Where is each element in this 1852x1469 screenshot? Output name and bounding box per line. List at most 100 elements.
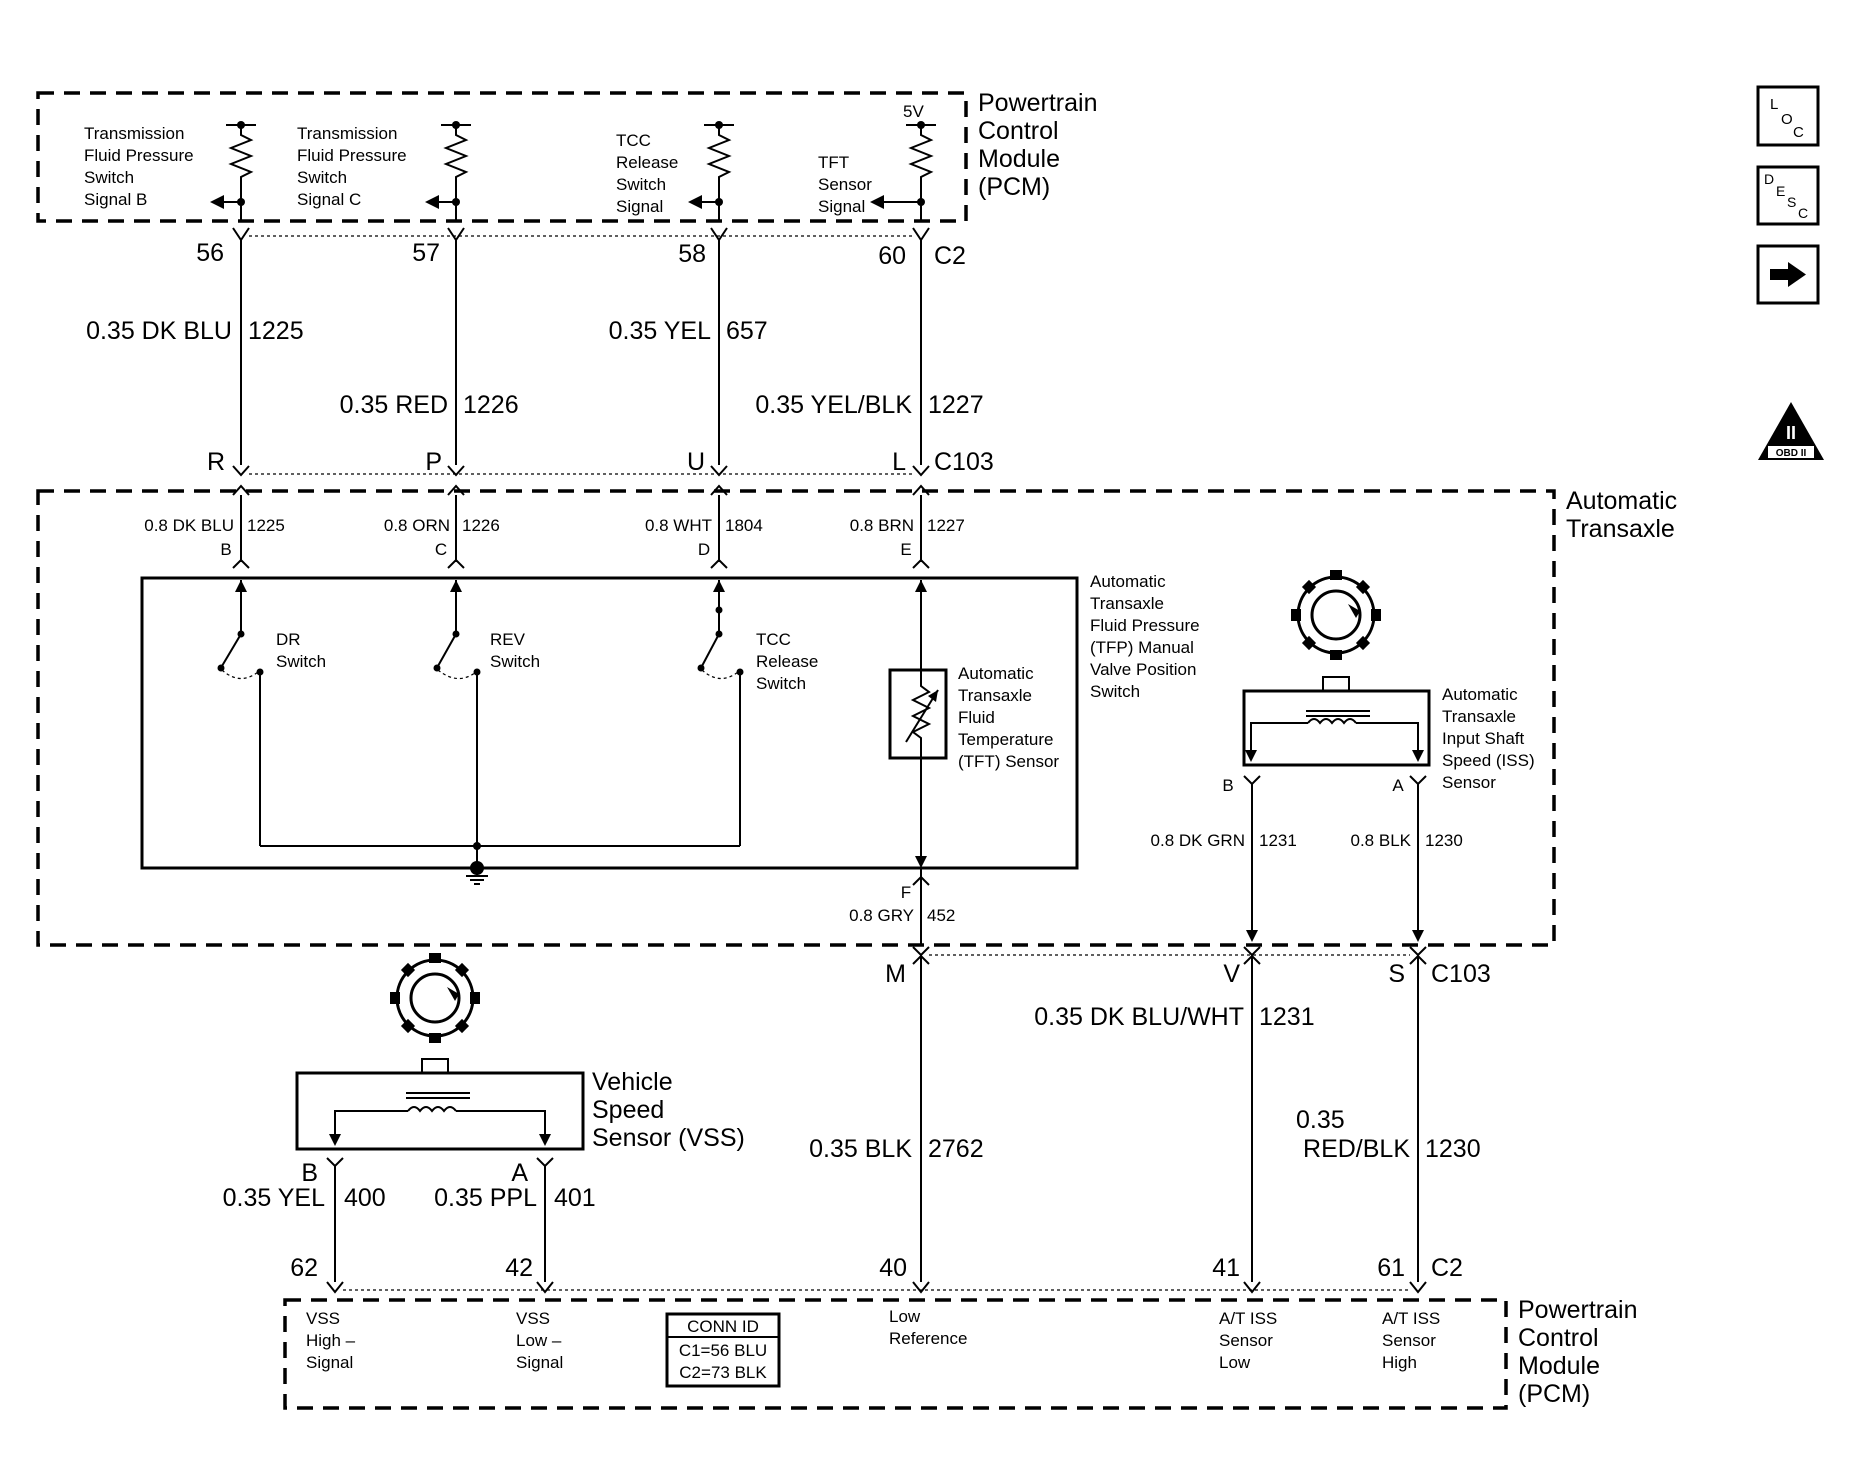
svg-text:Switch: Switch <box>276 652 326 671</box>
wire-1226-color: 0.35 RED <box>340 391 448 419</box>
svg-text:Module: Module <box>1518 1352 1600 1380</box>
svg-text:452: 452 <box>927 906 955 925</box>
pcm-top-box: Powertrain Control Module (PCM) <box>36 89 1098 223</box>
pcm-top-name-line3: Module <box>978 145 1060 173</box>
svg-text:Powertrain: Powertrain <box>1518 1296 1638 1324</box>
pin-a-iss: A <box>1392 776 1404 795</box>
wire-401-circuit: 401 <box>554 1184 596 1212</box>
svg-text:L: L <box>1770 96 1778 113</box>
wire-1230-color-line1: 0.35 <box>1296 1106 1345 1134</box>
svg-text:1230: 1230 <box>1425 831 1463 850</box>
svg-text:High –: High – <box>306 1331 356 1350</box>
ground-bus <box>260 842 740 885</box>
svg-text:Speed: Speed <box>592 1096 664 1124</box>
svg-text:Switch: Switch <box>756 674 806 693</box>
pcm-top-name-line2: Control <box>978 117 1059 145</box>
supply-5v-label: 5V <box>903 102 924 121</box>
svg-text:TFT: TFT <box>818 153 849 172</box>
svg-text:Fluid: Fluid <box>958 708 995 727</box>
wire-1227-color: 0.35 YEL/BLK <box>755 391 912 419</box>
svg-text:O: O <box>1781 111 1793 128</box>
pin-l: L <box>892 448 906 476</box>
svg-text:II: II <box>1786 423 1796 443</box>
pin-42: 42 <box>505 1254 533 1282</box>
pin-61: 61 <box>1377 1254 1405 1282</box>
svg-text:Transmission: Transmission <box>84 124 184 143</box>
pcm-top-connector: 56 57 58 60 C2 <box>196 227 966 270</box>
svg-text:C2=73 BLK: C2=73 BLK <box>679 1363 767 1382</box>
pcm-bottom-connector: 62 42 40 41 61 C2 <box>290 1254 1463 1294</box>
loc-button[interactable]: L O C <box>1756 85 1820 147</box>
pin-f-transaxle: F <box>901 883 911 902</box>
svg-text:S: S <box>1787 194 1796 210</box>
svg-text:Switch: Switch <box>616 175 666 194</box>
pin-57: 57 <box>412 239 440 267</box>
pin-b-vss: B <box>301 1159 318 1187</box>
wire-2762-circuit: 2762 <box>928 1135 984 1163</box>
svg-text:Sensor (VSS): Sensor (VSS) <box>592 1124 745 1152</box>
pin-v: V <box>1223 960 1240 988</box>
svg-text:0.8 WHT: 0.8 WHT <box>645 516 712 535</box>
svg-text:VSS: VSS <box>516 1309 550 1328</box>
svg-text:Low –: Low – <box>516 1331 562 1350</box>
svg-text:0.8 ORN: 0.8 ORN <box>384 516 450 535</box>
svg-text:1226: 1226 <box>462 516 500 535</box>
pin-41: 41 <box>1212 1254 1240 1282</box>
connector-c103-bottom: C103 <box>1431 960 1491 988</box>
svg-text:Signal C: Signal C <box>297 190 361 209</box>
wire-1226-circuit: 1226 <box>463 391 519 419</box>
pcm-top-signal-2: Transmission Fluid Pressure Switch Signa… <box>297 124 407 209</box>
svg-text:Low: Low <box>1219 1353 1251 1372</box>
pcm-top-signal-4: TFT Sensor Signal <box>818 153 872 216</box>
svg-text:Signal B: Signal B <box>84 190 147 209</box>
wire-401-color: 0.35 PPL <box>434 1184 537 1212</box>
transaxle-name-line1: Automatic <box>1566 487 1677 515</box>
svg-text:C: C <box>1793 124 1804 141</box>
tfp-internal-wiring <box>235 580 927 676</box>
pin-e-transaxle: E <box>900 540 911 559</box>
svg-text:C: C <box>1798 205 1808 221</box>
svg-text:Signal: Signal <box>616 197 663 216</box>
connector-c103-top: C103 <box>934 448 994 476</box>
wire-657-color: 0.35 YEL <box>609 317 712 345</box>
pin-b-transaxle: B <box>220 540 231 559</box>
svg-text:0.8 BLK: 0.8 BLK <box>1351 831 1412 850</box>
wire-1225-circuit: 1225 <box>248 317 304 345</box>
pin-d-transaxle: D <box>698 540 710 559</box>
svg-text:Vehicle: Vehicle <box>592 1068 673 1096</box>
svg-text:Temperature: Temperature <box>958 730 1053 749</box>
svg-text:Sensor: Sensor <box>1382 1331 1436 1350</box>
svg-text:DR: DR <box>276 630 301 649</box>
wire-1230-circuit: 1230 <box>1425 1135 1481 1163</box>
pcm-top-name-line4: (PCM) <box>978 173 1050 201</box>
obd-ii-icon: II OBD II <box>1758 402 1824 460</box>
wire-1230-color-line2: RED/BLK <box>1303 1135 1410 1163</box>
desc-button[interactable]: D E S C <box>1756 165 1820 226</box>
svg-text:0.8 DK BLU: 0.8 DK BLU <box>144 516 234 535</box>
pcm-bottom-signal-4: A/T ISS Sensor Low <box>1219 1309 1277 1372</box>
svg-text:0.8 BRN: 0.8 BRN <box>850 516 914 535</box>
wire-1225-color: 0.35 DK BLU <box>86 317 232 345</box>
svg-text:Automatic: Automatic <box>1090 572 1166 591</box>
svg-text:REV: REV <box>490 630 526 649</box>
svg-text:High: High <box>1382 1353 1417 1372</box>
pin-40: 40 <box>879 1254 907 1282</box>
svg-text:C1=56 BLU: C1=56 BLU <box>679 1341 767 1360</box>
next-page-button[interactable] <box>1756 244 1820 305</box>
pin-c-transaxle: C <box>435 540 447 559</box>
pin-56: 56 <box>196 239 224 267</box>
rev-switch: REV Switch <box>433 630 540 868</box>
svg-text:Sensor: Sensor <box>818 175 872 194</box>
svg-text:(TFP) Manual: (TFP) Manual <box>1090 638 1194 657</box>
svg-text:Automatic: Automatic <box>958 664 1034 683</box>
svg-text:1231: 1231 <box>1259 831 1297 850</box>
svg-text:Signal: Signal <box>818 197 865 216</box>
pull-up-resistors <box>210 121 936 221</box>
svg-text:E: E <box>1776 183 1785 199</box>
pin-r: R <box>207 448 225 476</box>
svg-text:Fluid Pressure: Fluid Pressure <box>84 146 194 165</box>
svg-text:A/T ISS: A/T ISS <box>1219 1309 1277 1328</box>
conn-id-table: CONN ID C1=56 BLU C2=73 BLK <box>665 1312 781 1388</box>
svg-text:VSS: VSS <box>306 1309 340 1328</box>
